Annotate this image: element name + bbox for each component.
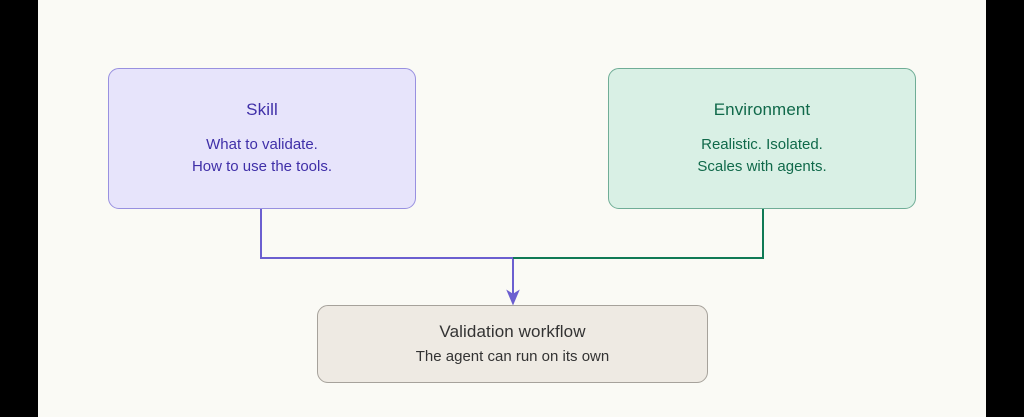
node-environment-line-1: Realistic. Isolated. bbox=[701, 136, 823, 153]
node-workflow-line-1: The agent can run on its own bbox=[415, 347, 610, 365]
node-environment-line-2: Scales with agents. bbox=[697, 158, 827, 175]
node-skill-title: Skill bbox=[246, 100, 278, 119]
arrowhead-icon bbox=[506, 289, 520, 306]
node-skill[interactable]: Skill What to validate. How to use the t… bbox=[108, 68, 416, 209]
diagram-surface: Skill What to validate. How to use the t… bbox=[38, 0, 986, 417]
edge-skill-to-workflow bbox=[260, 209, 514, 295]
letterbox-right bbox=[986, 0, 1024, 417]
letterbox-left bbox=[0, 0, 38, 417]
node-environment[interactable]: Environment Realistic. Isolated. Scales … bbox=[608, 68, 916, 209]
node-environment-title: Environment bbox=[713, 100, 811, 119]
node-workflow[interactable]: Validation workflow The agent can run on… bbox=[317, 305, 708, 383]
node-skill-line-2: How to use the tools. bbox=[191, 158, 333, 175]
edge-environment-to-workflow bbox=[513, 209, 764, 259]
node-workflow-title: Validation workflow bbox=[439, 321, 586, 341]
node-skill-line-1: What to validate. bbox=[206, 136, 318, 153]
